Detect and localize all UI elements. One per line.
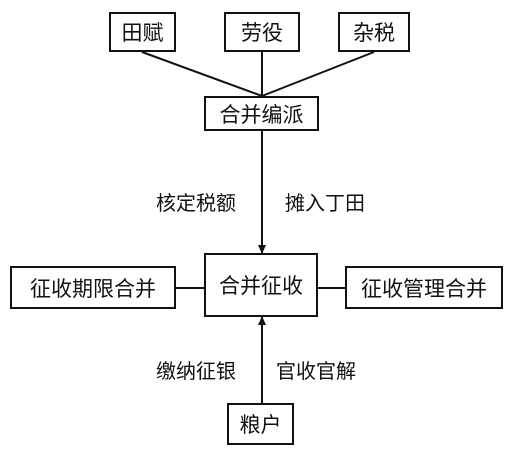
connector-tianfu-to-merge (141, 51, 263, 97)
box-household: 粮户 (227, 403, 294, 445)
label-pay-silver: 缴纳征银 (156, 359, 236, 383)
label-assess-tax: 核定税额 (156, 191, 236, 215)
label-apportion: 摊入丁田 (285, 191, 365, 215)
box-period-merge: 征收期限合并 (10, 266, 176, 309)
box-merge-collect: 合并征收 (204, 253, 318, 317)
label-official-handling: 官收官解 (276, 359, 356, 383)
box-admin-merge: 征收管理合并 (345, 266, 503, 309)
box-tianfu: 田赋 (109, 12, 176, 52)
box-merge-assign: 合并编派 (204, 96, 319, 131)
box-laoyi: 劳役 (224, 12, 300, 52)
box-zashui: 杂税 (338, 12, 410, 52)
connector-zashui-to-merge (261, 51, 375, 97)
